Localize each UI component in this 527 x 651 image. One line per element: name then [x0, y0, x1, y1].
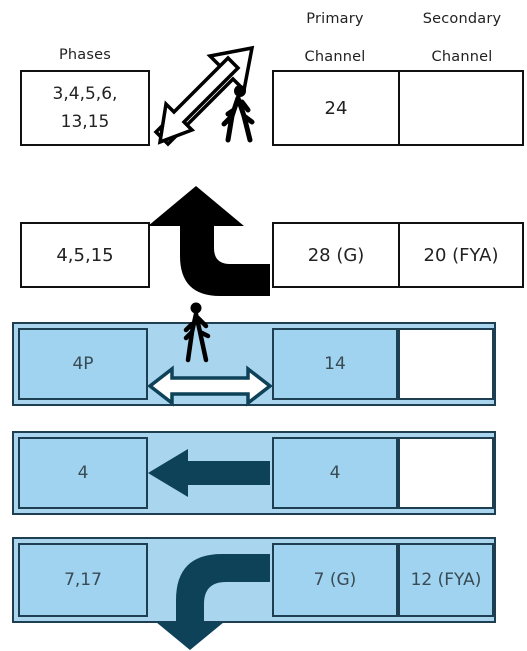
primary-header-line2: Channel	[304, 49, 366, 65]
row3-secondary-cell	[398, 328, 494, 400]
pedestrian-icon	[183, 302, 211, 363]
row4-phases-value: 4	[77, 463, 89, 483]
row3-primary-value: 14	[324, 354, 346, 374]
row1-primary-value: 24	[324, 97, 348, 119]
row2-phases-cell: 4,5,15	[20, 222, 150, 288]
primary-channel-header: Primary Channel	[272, 6, 398, 70]
primary-header-line1: Primary	[306, 11, 364, 27]
row5-phases-cell: 7,17	[18, 543, 148, 617]
pedestrian-icon	[221, 85, 255, 143]
row2-primary-cell: 28 (G)	[272, 222, 400, 288]
row1-primary-cell: 24	[272, 70, 400, 146]
row4-primary-value: 4	[329, 463, 341, 483]
row2-primary-value: 28 (G)	[307, 244, 365, 266]
diagonal-double-arrow-icon	[153, 45, 255, 147]
row4-band: 4 4	[12, 431, 496, 515]
left-arrow-icon	[148, 449, 270, 497]
row3-phases-cell: 4P	[18, 328, 148, 400]
row5-primary-value: 7 (G)	[313, 570, 357, 590]
row1-secondary-cell	[398, 70, 524, 146]
row3-phases-value: 4P	[72, 354, 94, 374]
row4-primary-cell: 4	[272, 437, 398, 509]
row5-secondary-value: 12 (FYA)	[410, 570, 482, 590]
row3-band: 4P 14	[12, 322, 496, 406]
left-turn-arrow-icon	[148, 186, 270, 296]
row5-secondary-cell: 12 (FYA)	[398, 543, 494, 617]
row2-secondary-cell: 20 (FYA)	[398, 222, 524, 288]
row2-phases-value: 4,5,15	[56, 244, 114, 266]
row4-secondary-cell	[398, 437, 494, 509]
phases-header: Phases	[58, 47, 112, 63]
row1-phases-value: 3,4,5,6, 13,15	[52, 84, 118, 132]
secondary-header-line2: Channel	[431, 49, 493, 65]
row3-primary-cell: 14	[272, 328, 398, 400]
secondary-header-line1: Secondary	[422, 11, 502, 27]
secondary-channel-header: Secondary Channel	[398, 6, 526, 70]
row5-phases-value: 7,17	[64, 570, 102, 590]
row4-phases-cell: 4	[18, 437, 148, 509]
turn-down-arrow-icon	[156, 554, 270, 650]
double-arrow-icon	[147, 365, 273, 407]
row1-phases-cell: 3,4,5,6, 13,15	[20, 70, 150, 146]
row2-secondary-value: 20 (FYA)	[423, 244, 499, 266]
row5-primary-cell: 7 (G)	[272, 543, 398, 617]
